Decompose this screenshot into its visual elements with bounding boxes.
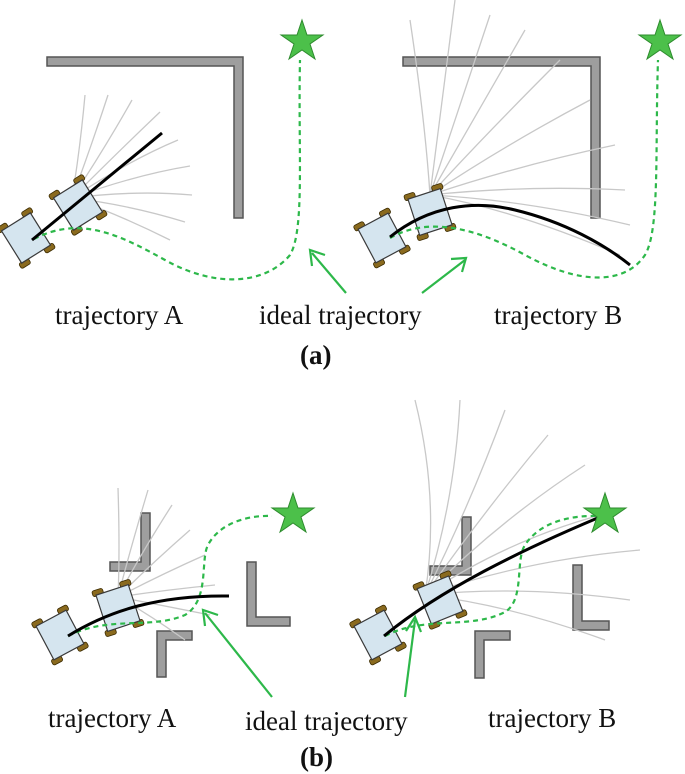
trajectory-a-path [67,594,230,638]
robot-icon [357,212,407,264]
panel-b-right-scene [349,399,641,698]
trajectory-a-path [31,131,163,242]
panel-a: trajectory A ideal trajectory trajectory… [0,0,683,370]
arrow-left [204,612,273,698]
panel-b-left-scene [31,487,316,698]
star-icon [279,18,325,61]
trajectory-a-label: trajectory A [55,300,184,330]
corner-wall [46,56,244,219]
robot [349,604,407,666]
ideal-arrows [308,248,468,294]
ideal-trajectory-path [67,514,273,637]
arrow-right [421,259,466,294]
panel-b-caption: (b) [300,742,333,772]
panel-b: trajectory A ideal trajectory trajectory… [31,399,641,772]
robot-icon [0,212,52,264]
ideal-trajectory-path [389,59,660,279]
l-wall [109,512,151,572]
l-wall [429,516,472,576]
robot-icon [353,609,403,661]
trajectory-b-label: trajectory B [488,703,616,733]
candidate-trajectories [409,0,631,256]
l-wall [156,630,193,678]
trajectory-a-label: trajectory A [48,703,177,733]
arrow-right-head [450,256,468,273]
robot-ghost [91,579,145,637]
arrow-right [403,619,417,698]
star-icon [582,491,628,534]
star-icon [637,18,683,61]
panel-a-caption: (a) [300,340,331,370]
l-wall [246,561,291,627]
ideal-trajectory-path [384,514,601,637]
robot [353,207,411,269]
trajectory-b-path [389,203,631,267]
l-wall [572,564,610,631]
arrow-left-head [201,608,219,627]
ideal-trajectory-label: ideal trajectory [259,300,422,330]
robot-icon [95,583,141,633]
panel-a-right-scene [353,0,683,279]
trajectory-b-label: trajectory B [494,300,622,330]
l-wall [474,630,511,679]
arrow-right-head [405,614,423,633]
robot-ghost [48,174,108,236]
arrow-left [311,252,347,294]
robot [0,207,56,269]
trajectory-b-path [383,510,613,638]
panel-a-left-scene [0,18,325,281]
robot-icon [35,609,85,661]
corner-wall [402,56,601,219]
robot-icon [407,187,453,237]
robot [31,604,89,666]
ideal-trajectory-label: ideal trajectory [245,706,408,736]
star-icon [270,491,316,534]
robot-icon [416,575,464,625]
arrow-left-head [308,248,326,267]
robot-ghost [403,183,457,241]
